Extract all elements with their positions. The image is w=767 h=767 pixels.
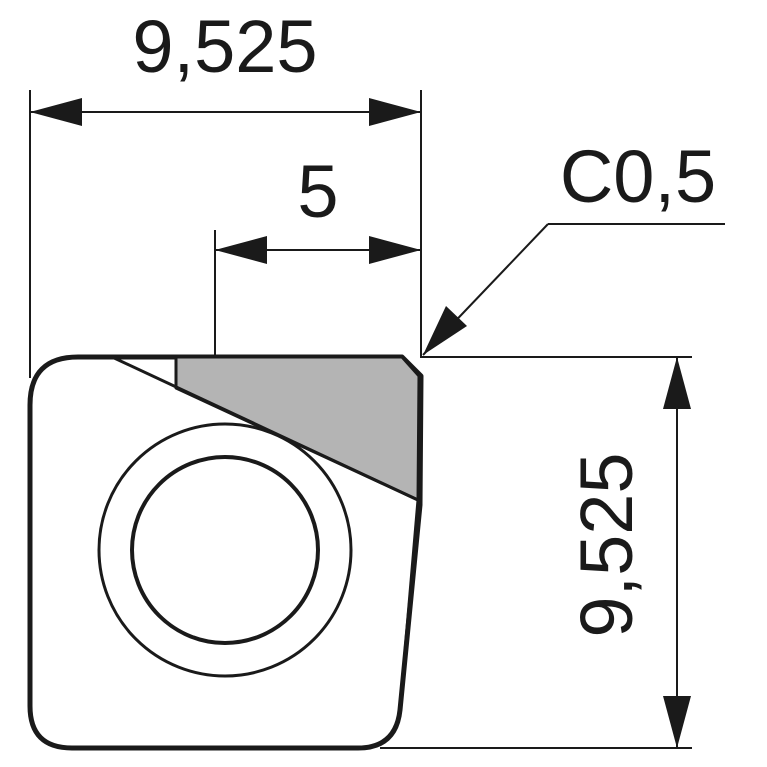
- extension-lines: [29, 90, 692, 749]
- side-height-label: 9,525: [565, 452, 648, 637]
- side-height-dimension: 9,525: [565, 357, 691, 748]
- top-width-dimension: 9,525: [30, 5, 421, 126]
- chamfer-leader-arrow: [423, 306, 467, 355]
- cutting-edge-dimension: 5: [215, 150, 421, 264]
- side-height-arrow-bottom: [663, 696, 691, 748]
- hole-inner-circle: [130, 455, 320, 645]
- cutting-edge-arrow-left: [215, 236, 267, 264]
- hole-outer-ring: [97, 422, 353, 678]
- rake-face-edge: [111, 355, 419, 502]
- chamfer-callout: C0,5: [422, 135, 725, 356]
- top-width-arrow-right: [369, 98, 421, 126]
- top-width-arrow-left: [30, 98, 82, 126]
- insert-body: [27, 354, 424, 751]
- side-height-arrow-top: [663, 357, 691, 409]
- chamfer-label: C0,5: [560, 135, 716, 218]
- cutting-edge-arrow-right: [369, 236, 421, 264]
- cutting-edge-label: 5: [297, 150, 338, 233]
- side-clearance-edge: [398, 499, 420, 711]
- top-width-label: 9,525: [132, 5, 317, 88]
